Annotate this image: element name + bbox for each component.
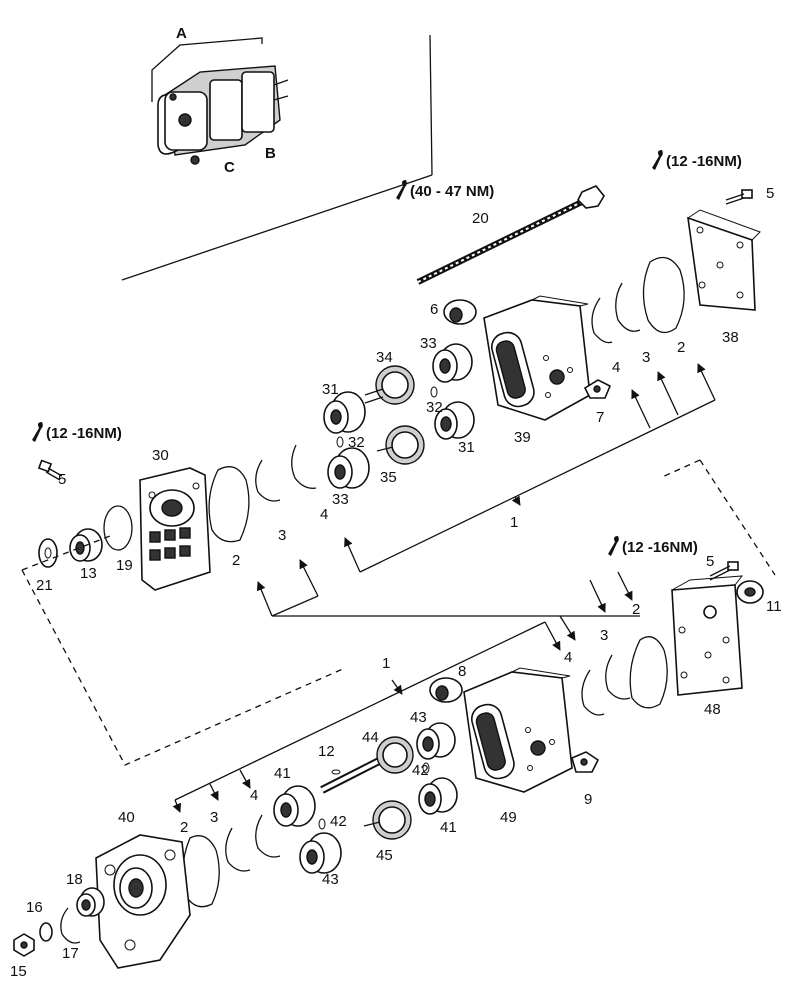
part-label: 41	[274, 765, 291, 782]
label-C: C	[224, 159, 235, 176]
part-label: 7	[596, 409, 604, 426]
part-label: 16	[26, 899, 43, 916]
part-label: 43	[410, 709, 427, 726]
part-label: 42	[412, 762, 429, 779]
torque-spec-tie-rod: (40 - 47 NM)	[410, 183, 494, 200]
part-label: 12	[318, 743, 335, 760]
wrench-icon-top-right	[652, 150, 663, 170]
part-label: 2	[632, 601, 640, 618]
part-label: 4	[250, 787, 258, 804]
part-label: 5	[58, 471, 66, 488]
part-label: 13	[80, 565, 97, 582]
part-label: 11	[766, 598, 782, 615]
part-label: 3	[642, 349, 650, 366]
part-label: 40	[118, 809, 135, 826]
part-label: 41	[440, 819, 457, 836]
part-label: 34	[376, 349, 393, 366]
part-label: 2	[677, 339, 685, 356]
wrench-icon-tie-rod	[396, 180, 407, 200]
torque-spec-top-right: (12 -16NM)	[666, 153, 742, 170]
part-label: 5	[766, 185, 774, 202]
part-label: 32	[426, 399, 443, 416]
part-label: 4	[320, 506, 328, 523]
part-label: 31	[458, 439, 475, 456]
part-label: 17	[62, 945, 79, 962]
part-label: 1	[382, 655, 390, 672]
part-label: 8	[458, 663, 466, 680]
part-label: 2	[180, 819, 188, 836]
label-B: B	[265, 145, 276, 162]
part-label: 31	[322, 381, 339, 398]
part-label: 3	[210, 809, 218, 826]
part-label: 32	[348, 434, 365, 451]
torque-spec-left: (12 -16NM)	[46, 425, 122, 442]
part-label: 1	[510, 514, 518, 531]
wrench-icon-lower-right	[608, 536, 619, 556]
part-label: 3	[600, 627, 608, 644]
part-label: 42	[330, 813, 347, 830]
part-label: 39	[514, 429, 531, 446]
part-label: 35	[380, 469, 397, 486]
part-label: 43	[322, 871, 339, 888]
part-label: 44	[362, 729, 379, 746]
part-label: 45	[376, 847, 393, 864]
part-label: 48	[704, 701, 721, 718]
part-label: 9	[584, 791, 592, 808]
wrench-icon-left	[32, 422, 43, 442]
part-label: 15	[10, 963, 27, 980]
part-label: 33	[332, 491, 349, 508]
part-label: 20	[472, 210, 489, 227]
part-label: 18	[66, 871, 83, 888]
part-label: 19	[116, 557, 133, 574]
part-label: 5	[706, 553, 714, 570]
lower-section-parts	[13, 561, 764, 969]
part-label: 21	[36, 577, 53, 594]
part-number-labels: 5 20 38 2 3 4 6 33 34 31 32 7 39 32 31 3…	[10, 185, 782, 980]
part-label: 6	[430, 301, 438, 318]
assembly-arrows	[21, 363, 776, 813]
part-label: 4	[564, 649, 572, 666]
assembled-pump-inset	[121, 34, 433, 281]
label-A: A	[176, 25, 187, 42]
part-label: 4	[612, 359, 620, 376]
upper-section-parts	[37, 189, 761, 591]
part-label: 49	[500, 809, 517, 826]
part-label: 30	[152, 447, 169, 464]
tie-rod-20	[416, 185, 605, 285]
torque-spec-lower-right: (12 -16NM)	[622, 539, 698, 556]
part-label: 3	[278, 527, 286, 544]
part-label: 38	[722, 329, 739, 346]
part-label: 2	[232, 552, 240, 569]
part-label: 33	[420, 335, 437, 352]
